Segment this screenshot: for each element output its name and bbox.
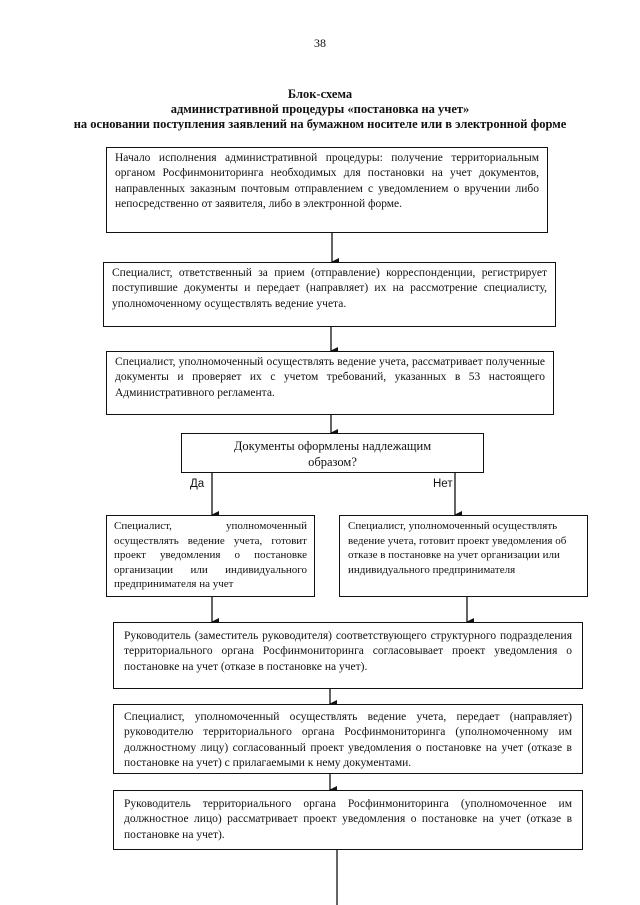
- box-approval-text: Руководитель (заместитель руководителя) …: [124, 630, 572, 673]
- box-review-text: Специалист, уполномоченный осуществлять …: [115, 356, 545, 399]
- box-registration-text: Специалист, ответственный за прием (отпр…: [112, 267, 547, 310]
- box-no-branch: Специалист, уполномоченный осуществлять …: [339, 515, 588, 597]
- box-yes-branch-text: Специалист, уполномоченный осуществлять …: [114, 520, 307, 590]
- box-decision: Документы оформлены надлежащим образом?: [181, 433, 484, 473]
- box-transfer-text: Специалист, уполномоченный осуществлять …: [124, 711, 572, 770]
- flowchart-title: Блок-схема: [287, 87, 353, 101]
- box-transfer: Специалист, уполномоченный осуществлять …: [113, 704, 583, 774]
- box-yes-branch: Специалист, уполномоченный осуществлять …: [106, 515, 315, 597]
- box-review: Специалист, уполномоченный осуществлять …: [106, 351, 554, 415]
- page-number: 38: [314, 36, 326, 50]
- box-head-review-text: Руководитель территориального органа Рос…: [124, 798, 572, 841]
- label-yes: Да: [190, 478, 205, 490]
- box-registration: Специалист, ответственный за прием (отпр…: [103, 262, 556, 327]
- box-decision-text: Документы оформлены надлежащим образом?: [233, 439, 432, 469]
- label-no: Нет: [433, 478, 453, 490]
- box-start-text: Начало исполнения административной проце…: [115, 152, 539, 211]
- box-head-review: Руководитель территориального органа Рос…: [113, 790, 583, 850]
- box-no-branch-text: Специалист, уполномоченный осуществлять …: [348, 520, 567, 576]
- box-start: Начало исполнения административной проце…: [106, 147, 548, 233]
- box-approval: Руководитель (заместитель руководителя) …: [113, 622, 583, 689]
- flowchart-subtitle: административной процедуры «постановка н…: [170, 102, 470, 116]
- flowchart-subtitle-basis: на основании поступления заявлений на бу…: [73, 117, 567, 131]
